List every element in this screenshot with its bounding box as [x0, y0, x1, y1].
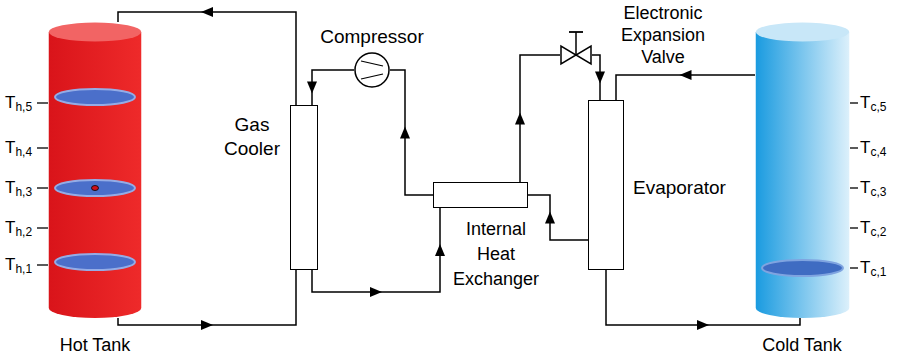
arrow-head: [697, 320, 709, 330]
component-label: Gas Cooler: [217, 113, 287, 161]
sensor-label: Tc,3: [860, 178, 886, 202]
tank-cylinder: [48, 22, 142, 318]
tank-body: [49, 32, 142, 318]
arrow-head: [515, 113, 525, 125]
flow-line: [390, 70, 433, 195]
flow-line: [312, 208, 440, 292]
flow-connector: [616, 70, 755, 100]
sensor-disk: [55, 89, 135, 105]
storage-tank: Hot Tank: [48, 22, 142, 318]
arrow-head: [307, 82, 317, 94]
tank-body: [756, 32, 850, 318]
sensor-label: Th,5: [5, 93, 32, 117]
sensor-dot: [92, 186, 99, 191]
component-label: Compressor: [312, 26, 432, 48]
valve-handle: [569, 31, 583, 33]
sensor-label: Th,1: [5, 255, 32, 279]
sensor-label: Th,4: [5, 138, 32, 162]
sensor-label: Tc,2: [860, 218, 886, 242]
sensor-disk: [55, 180, 135, 196]
sensor-label: Th,2: [5, 218, 32, 242]
component-label: Hot Tank: [45, 334, 145, 356]
flow-connector: [515, 55, 560, 182]
component-label: Electronic Expansion Valve: [606, 2, 720, 68]
arrow-head: [400, 127, 410, 139]
flow-line: [312, 70, 354, 105]
flow-connector: [118, 270, 296, 330]
component-label: Cold Tank: [752, 334, 852, 356]
sensor-label: Tc,5: [860, 93, 886, 117]
component-box: Evaporator: [588, 100, 624, 270]
expansion-valve: Electronic Expansion Valve: [560, 28, 592, 68]
component-label: Evaporator: [633, 177, 743, 199]
flow-connector: [390, 70, 433, 195]
flow-connector: [307, 70, 354, 105]
tank-cylinder: [755, 22, 850, 318]
sensor-disk: [762, 260, 843, 276]
flow-connector: [528, 195, 588, 240]
compressor-circle: [355, 53, 389, 87]
arrow-head: [595, 72, 605, 84]
component-label: Internal Heat Exchanger: [446, 217, 546, 292]
flow-line: [520, 55, 560, 182]
flow-line: [616, 75, 755, 100]
arrow-head: [201, 7, 213, 17]
arrow-head: [370, 287, 382, 297]
arrow-head: [435, 244, 445, 256]
arrow-head: [680, 70, 692, 80]
flow-connector: [118, 7, 296, 105]
flow-line: [118, 270, 296, 325]
flow-line: [528, 195, 588, 240]
sensor-label: Tc,1: [860, 258, 886, 282]
sensor-label: Th,3: [5, 178, 32, 202]
tank-top: [756, 23, 850, 42]
valve-stem: [575, 32, 577, 55]
sensor-label: Tc,4: [860, 138, 886, 162]
valve-triangle: [561, 46, 576, 64]
tick-lines: [37, 103, 858, 268]
flow-connector: [592, 55, 605, 100]
flow-line: [118, 12, 296, 105]
compressor-line: [361, 74, 383, 79]
component-box: Internal Heat Exchanger: [433, 182, 528, 208]
compressor-symbol: [354, 52, 390, 88]
flow-connector: [312, 208, 445, 297]
valve-triangle: [576, 46, 591, 64]
arrow-head: [201, 320, 213, 330]
sensor-disk: [55, 254, 135, 270]
compressor: Compressor: [354, 52, 390, 88]
tank-top: [49, 23, 142, 42]
arrow-head: [545, 212, 555, 224]
storage-tank: Cold Tank: [755, 22, 850, 318]
compressor-line: [361, 61, 383, 66]
valve-symbol: [560, 28, 592, 68]
component-box: Gas Cooler: [290, 105, 318, 270]
